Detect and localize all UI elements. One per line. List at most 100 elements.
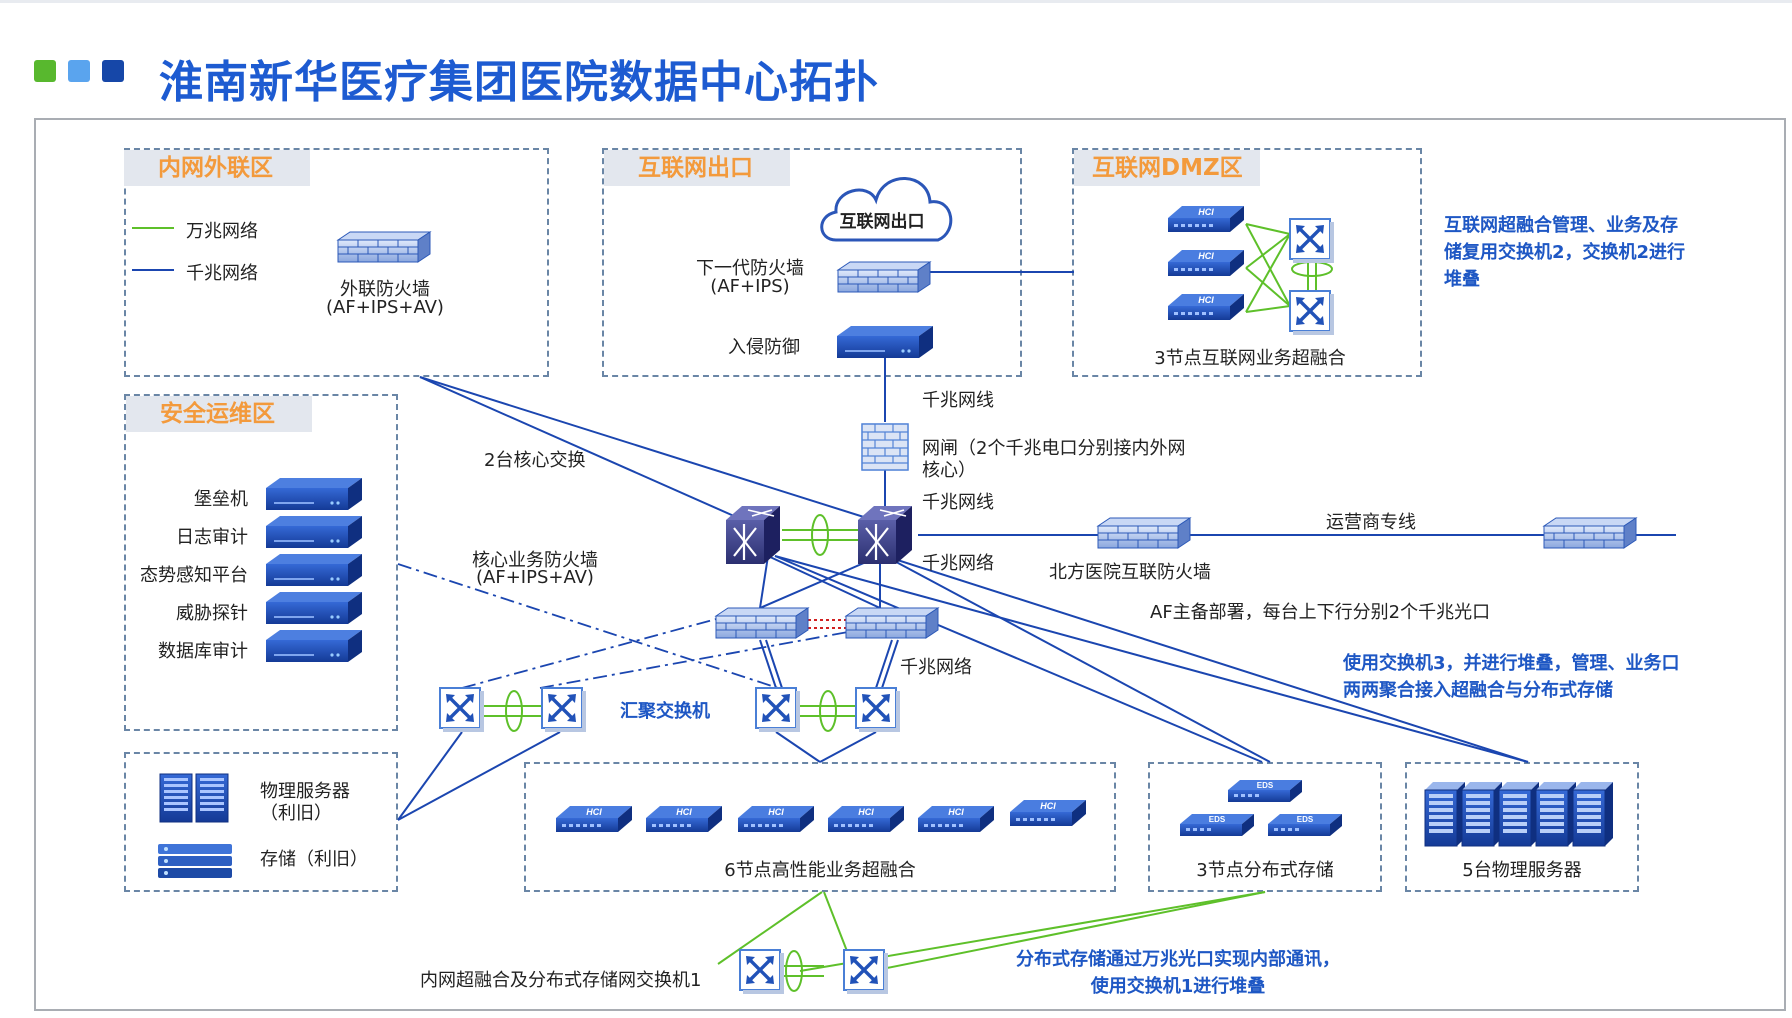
north-fw-label: 北方医院互联防火墙 (1049, 562, 1211, 583)
hci-node-icon (646, 806, 722, 832)
dmz-hci-label: 3节点互联网业务超融合 (1154, 348, 1346, 369)
ngfw-icon (837, 261, 931, 293)
gig-net-label-1: 千兆网络 (922, 553, 994, 574)
zone-eds3 (1148, 762, 1382, 892)
hci6-label: 6节点高性能业务超融合 (724, 860, 916, 881)
tower-server-icon (1461, 781, 1503, 847)
zone-dmz (1072, 148, 1422, 377)
zone-servers5 (1405, 762, 1639, 892)
hci-node-icon (918, 806, 994, 832)
ips-label: 入侵防御 (728, 337, 800, 358)
ops-item-0: 堡垒机 (194, 489, 248, 510)
switch-icon (738, 948, 786, 996)
sw1-label: 内网超融合及分布式存储网交换机1 (420, 970, 702, 991)
ngfw-sub: (AF+IPS) (710, 276, 790, 297)
cloud-icon (820, 177, 953, 242)
security-appliance-icon (266, 478, 362, 510)
hci-node-icon (1168, 206, 1244, 232)
zone-label-dmz: 互联网DMZ区 (1074, 150, 1260, 186)
tower-server-icon (1535, 781, 1577, 847)
zone-intranet-external (124, 148, 549, 377)
page-title: 淮南新华医疗集团医院数据中心拓扑 (159, 57, 879, 108)
rack-server-icon (195, 773, 229, 823)
ngfw-label: 下一代防火墙 (696, 258, 804, 279)
security-appliance-icon (266, 592, 362, 624)
core-fw-sub: (AF+IPS+AV) (476, 567, 594, 588)
title-square-darkblue (102, 60, 124, 82)
core-switch-icon (856, 504, 914, 566)
agg-switch-label: 汇聚交换机 (620, 701, 710, 722)
switch-icon (854, 686, 902, 734)
ops-item-1: 日志审计 (176, 527, 248, 548)
carrier-label: 运营商专线 (1326, 512, 1416, 533)
ips-appliance-icon (837, 326, 933, 358)
af-note: AF主备部署，每台上下行分别2个千兆光口 (1150, 602, 1491, 623)
zone-legacy (124, 752, 398, 892)
hci-node-icon (1168, 294, 1244, 320)
eds-node-icon (1268, 814, 1342, 836)
switch-icon (754, 686, 802, 734)
eds-note: 分布式存储通过万兆光口实现内部通讯，使用交换机1进行堆叠 (1016, 949, 1340, 997)
title-square-lightblue (68, 60, 90, 82)
servers5-label: 5台物理服务器 (1462, 860, 1582, 881)
tower-server-icon (1572, 781, 1614, 847)
hci-node-icon (828, 806, 904, 832)
carrier-firewall-icon (1543, 517, 1637, 549)
core-fw-label: 核心业务防火墙 (472, 550, 598, 571)
rack-server-icon (159, 773, 193, 823)
core-switch-label: 2台核心交换 (484, 450, 586, 471)
zone-hci6 (524, 762, 1116, 892)
north-firewall-icon (1097, 517, 1191, 549)
gig-net-label-2: 千兆网络 (900, 657, 972, 678)
switch-icon (438, 686, 486, 734)
gig-line-label-2: 千兆网线 (922, 492, 994, 513)
ext-firewall-label: 外联防火墙 (340, 279, 430, 300)
external-firewall-icon (337, 231, 431, 263)
diagram-frame (34, 118, 1786, 1011)
zone-label-intranet-external: 内网外联区 (124, 150, 310, 186)
security-appliance-icon (266, 554, 362, 586)
gap-label-2: 核心） (922, 460, 976, 481)
ext-firewall-sub: (AF+IPS+AV) (326, 297, 444, 318)
security-appliance-icon (266, 630, 362, 662)
eds3-label: 3节点分布式存储 (1196, 860, 1334, 881)
phys-server-sub: （利旧） (260, 803, 332, 824)
security-appliance-icon (266, 516, 362, 548)
zone-security-ops (124, 394, 398, 731)
core-firewall-icon (845, 607, 939, 639)
switch-icon (540, 686, 588, 734)
gap-label-1: 网闸（2个千兆电口分别接内外网 (922, 438, 1186, 459)
storage-icon (158, 844, 232, 878)
switch-icon (842, 948, 890, 996)
eds-node-icon (1228, 780, 1302, 802)
ops-item-2: 态势感知平台 (140, 565, 248, 586)
tower-server-icon (1498, 781, 1540, 847)
gig-line-label-1: 千兆网线 (922, 390, 994, 411)
switch-icon (1288, 289, 1336, 337)
tower-server-icon (1424, 781, 1466, 847)
zone-label-security-ops: 安全运维区 (126, 396, 312, 432)
title-square-green (34, 60, 56, 82)
ops-item-4: 数据库审计 (158, 641, 248, 662)
switch-icon (1288, 217, 1336, 265)
hci-node-icon (1168, 250, 1244, 276)
sw3-note: 使用交换机3，并进行堆叠，管理、业务口两两聚合接入超融合与分布式存储 (1343, 653, 1680, 701)
dmz-note: 互联网超融合管理、业务及存储复用交换机2，交换机2进行堆叠 (1444, 215, 1686, 290)
phys-server-label: 物理服务器 (260, 781, 350, 802)
gateway-icon (861, 423, 909, 471)
hci-node-icon (556, 806, 632, 832)
zone-label-internet-exit: 互联网出口 (604, 150, 790, 186)
ops-item-3: 威胁探针 (176, 603, 248, 624)
storage-label: 存储（利旧） (260, 849, 368, 870)
hci-node-icon (738, 806, 814, 832)
hci-node-icon (1010, 800, 1086, 826)
legend-ten-gig: 万兆网络 (186, 221, 258, 242)
cloud-label: 互联网出口 (839, 212, 925, 232)
eds-node-icon (1180, 814, 1254, 836)
core-firewall-icon (715, 607, 809, 639)
top-divider (0, 0, 1792, 3)
legend-gig: 千兆网络 (186, 263, 258, 284)
zone-internet-exit (602, 148, 1022, 377)
core-switch-icon (724, 504, 782, 566)
